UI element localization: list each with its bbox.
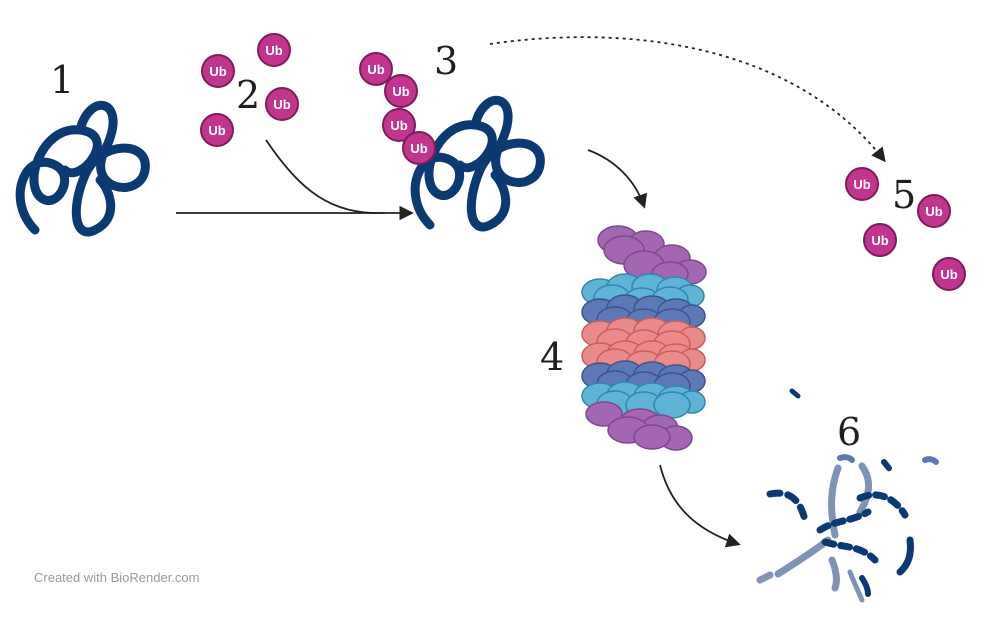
proteasome-alpha-ring-bottom (581, 381, 706, 419)
ubiquitin-molecule: Ub (384, 74, 418, 108)
step-5-label: 5 (892, 173, 916, 217)
ubiquitin-chain-3: Ub Ub Ub Ub (359, 52, 436, 165)
ub-label: Ub (410, 141, 427, 156)
ub-label: Ub (940, 267, 957, 282)
ub-label: Ub (871, 233, 888, 248)
ub-label: Ub (367, 62, 384, 77)
credit-text: Created with BioRender.com (34, 570, 200, 585)
peptide-fragments (756, 388, 939, 603)
arrows (176, 36, 886, 548)
step-1-label: 1 (50, 58, 74, 102)
folded-protein-1 (20, 105, 145, 232)
proteasome (581, 225, 707, 451)
ubiquitin-molecule: Ub (917, 194, 951, 228)
ubiquitin-group-2: Ub Ub Ub Ub (200, 33, 299, 147)
ub-label: Ub (273, 97, 290, 112)
ub-label: Ub (390, 118, 407, 133)
ubiquitin-group-5: Ub Ub Ub Ub (845, 167, 966, 291)
ub-label: Ub (853, 177, 870, 192)
step-6-label: 6 (837, 410, 861, 454)
step-4-label: 4 (540, 335, 564, 379)
ubiquitin-molecule: Ub (863, 223, 897, 257)
arrow-2-to-3 (265, 139, 386, 214)
folded-protein-3 (415, 100, 540, 227)
ubiquitin-molecule: Ub (200, 113, 234, 147)
ubiquitin-molecule: Ub (265, 87, 299, 121)
ubiquitin-molecule: Ub (201, 54, 235, 88)
ub-label: Ub (925, 204, 942, 219)
ub-label: Ub (392, 84, 409, 99)
ub-label: Ub (208, 123, 225, 138)
arrow-3-to-5-dashed (489, 36, 886, 163)
arrow-4-to-6 (659, 464, 741, 548)
step-3-label: 3 (434, 39, 458, 83)
ubiquitin-molecule: Ub (359, 52, 393, 86)
ub-label: Ub (265, 43, 282, 58)
proteasome-bottom-cap (585, 401, 693, 451)
ubiquitin-molecule: Ub (932, 257, 966, 291)
ub-label: Ub (209, 64, 226, 79)
ubiquitin-molecule: Ub (257, 33, 291, 67)
ubiquitin-molecule: Ub (845, 167, 879, 201)
ubiquitin-molecule: Ub (402, 131, 436, 165)
arrow-3-to-4 (587, 149, 648, 209)
step-2-label: 2 (236, 73, 260, 117)
ubiquitin-molecule: Ub (382, 108, 416, 142)
